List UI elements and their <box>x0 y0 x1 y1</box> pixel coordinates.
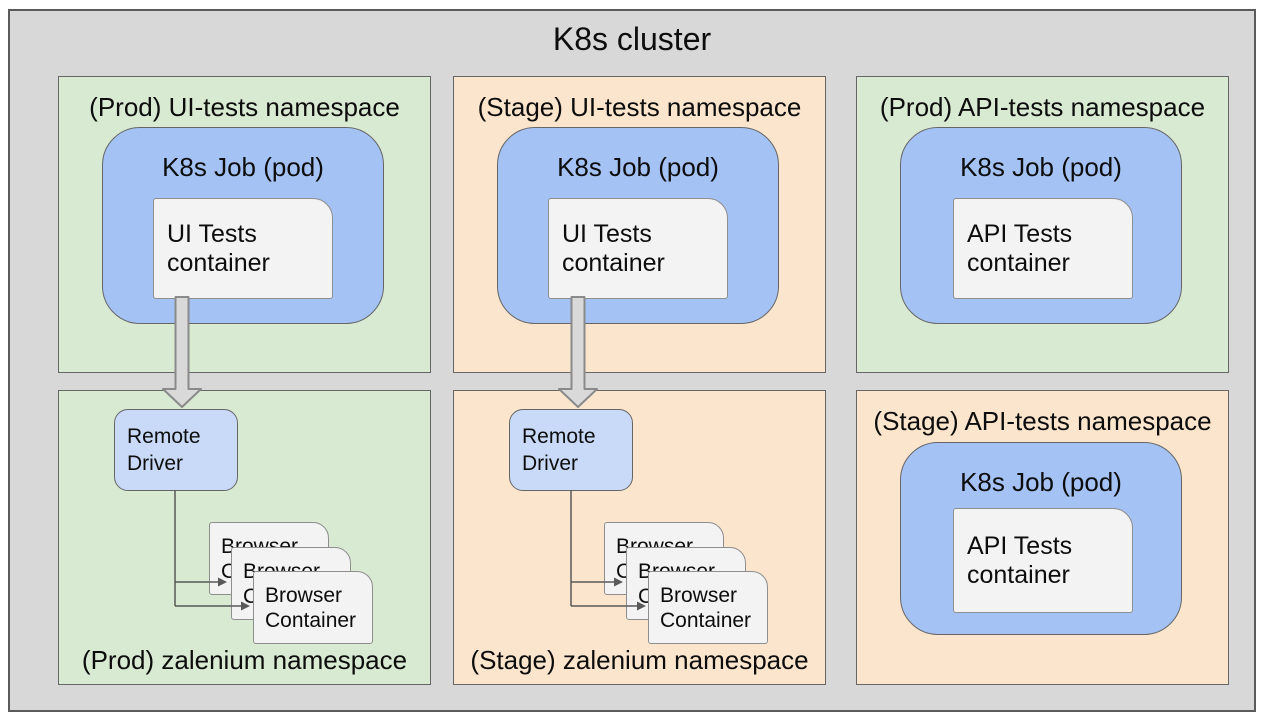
api-tests-container-box: API Tests container <box>953 508 1133 613</box>
namespace-panel-stage-zalenium: Remote Driver Browser Container Browser … <box>453 390 826 685</box>
browser-container-box-front: Browser Container <box>648 571 768 644</box>
namespace-label: (Prod) API-tests namespace <box>879 92 1206 122</box>
k8s-job-pod-label: K8s Job (pod) <box>162 152 324 182</box>
k8s-job-pod-box: K8s Job (pod) API Tests container <box>900 127 1182 324</box>
browser-container-label: Browser Container <box>265 583 357 632</box>
k8s-job-pod-box: K8s Job (pod) API Tests container <box>900 442 1182 635</box>
remote-driver-box: Remote Driver <box>114 409 238 491</box>
namespace-panel-stage-ui-tests: (Stage) UI-tests namespace K8s Job (pod)… <box>453 76 826 373</box>
namespace-label: (Stage) API-tests namespace <box>873 406 1212 436</box>
ui-tests-container-label: UI Tests container <box>167 219 270 277</box>
cluster-title: K8s cluster <box>552 21 712 57</box>
namespace-label: (Stage) zalenium namespace <box>470 645 809 675</box>
api-tests-container-label: API Tests container <box>967 219 1073 277</box>
ui-tests-container-box: UI Tests container <box>153 198 333 299</box>
api-tests-container-label: API Tests container <box>967 531 1073 589</box>
k8s-job-pod-box: K8s Job (pod) UI Tests container <box>102 127 384 324</box>
namespace-panel-stage-api-tests: (Stage) API-tests namespace K8s Job (pod… <box>856 390 1229 685</box>
k8s-job-pod-label: K8s Job (pod) <box>557 152 719 182</box>
namespace-panel-prod-api-tests: (Prod) API-tests namespace K8s Job (pod)… <box>856 76 1229 373</box>
browser-container-box-front: Browser Container <box>253 571 373 644</box>
k8s-job-pod-label: K8s Job (pod) <box>960 467 1122 497</box>
ui-tests-container-label: UI Tests container <box>562 219 665 277</box>
k8s-job-pod-label: K8s Job (pod) <box>960 152 1122 182</box>
browser-container-label: Browser Container <box>660 583 752 632</box>
remote-driver-box: Remote Driver <box>509 409 633 491</box>
api-tests-container-box: API Tests container <box>953 198 1133 299</box>
namespace-label: (Stage) UI-tests namespace <box>477 92 802 122</box>
k8s-job-pod-box: K8s Job (pod) UI Tests container <box>497 127 779 324</box>
namespace-panel-prod-zalenium: Remote Driver Browser Container Browser … <box>58 390 431 685</box>
remote-driver-label: Remote Driver <box>127 425 201 475</box>
remote-driver-label: Remote Driver <box>522 425 596 475</box>
namespace-label: (Prod) UI-tests namespace <box>89 92 400 122</box>
namespace-panel-prod-ui-tests: (Prod) UI-tests namespace K8s Job (pod) … <box>58 76 431 373</box>
namespace-label: (Prod) zalenium namespace <box>81 645 408 675</box>
ui-tests-container-box: UI Tests container <box>548 198 728 299</box>
